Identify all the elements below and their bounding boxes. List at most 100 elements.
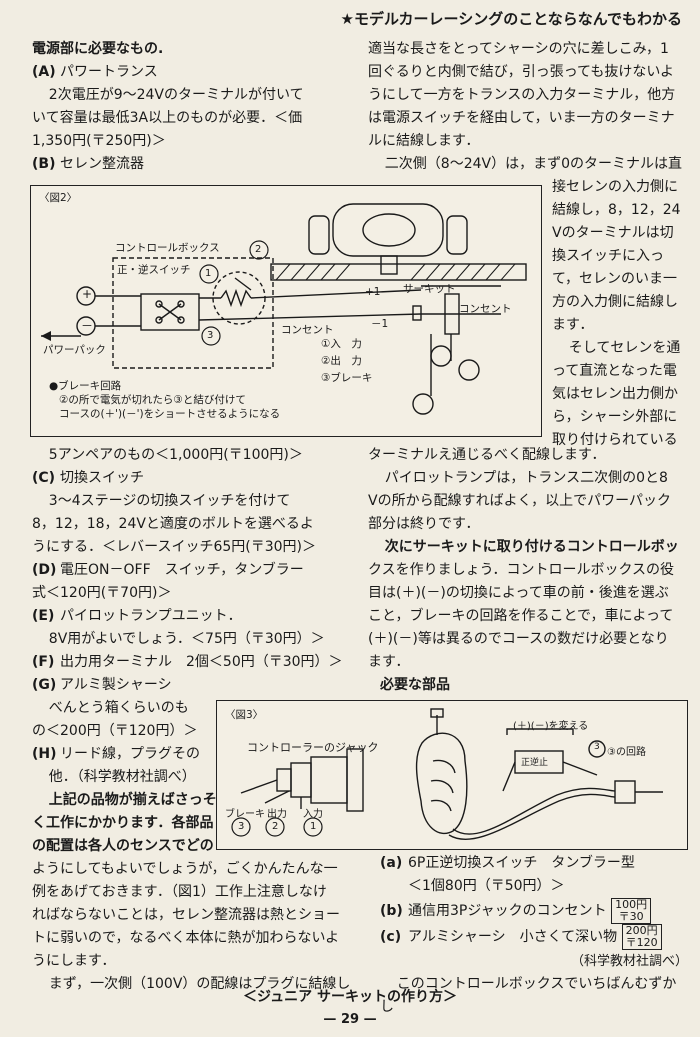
text-line: って直流となった電 — [552, 363, 677, 379]
text-line: まず，一次側（100V）の配線はプラグに結線し — [48, 976, 351, 992]
text-line: パイロットランプは，トランス二次側の0と8 — [384, 470, 668, 486]
figure-title: 〈図3〉 — [225, 709, 264, 721]
text-line: 取り付けられている — [552, 432, 678, 448]
text-line: 回ぐるりと内側で結び，引っ張っても抜けないよ — [368, 64, 675, 80]
label-output: 出力 — [267, 809, 287, 820]
item-label: (a) — [380, 855, 403, 871]
text-line: うにする．＜レバースイッチ65円(〒30円)＞ — [32, 539, 316, 555]
label-switch: 正・逆スイッチ — [117, 264, 191, 276]
marker-2: 2 — [272, 821, 279, 832]
label-circuit-3: ③の回路 — [607, 747, 646, 758]
text-line: 気はセレン出力側か — [552, 386, 678, 402]
car-guide — [380, 255, 398, 275]
text-line: 8，12，18，24Vと適度のボルトを選べるよ — [32, 516, 314, 532]
legend-input: ①入 力 — [321, 338, 362, 350]
item-label: (b) — [380, 903, 403, 919]
legend-brake: ③ブレーキ — [321, 372, 373, 384]
label-brake: ブレーキ — [225, 809, 265, 820]
marker-3b: 3 — [594, 742, 600, 752]
text-line: 次にサーキットに取り付けるコントロールボッ — [384, 539, 679, 555]
text-line: て，セレンのいま一 — [552, 271, 678, 287]
text-line: 接セレンの入力側に — [552, 179, 678, 195]
jack-tip — [276, 768, 292, 792]
car-wheel — [446, 215, 468, 255]
item-label: (D) — [32, 562, 57, 578]
item-title: 通信用3Pジャックのコンセント — [408, 903, 607, 919]
text-line: 2次電圧が9～24Vのターミナルが付いて — [48, 87, 304, 103]
text-line: ればならないことは，セレン整流器は熱とショー — [32, 907, 340, 923]
resistor-icon — [220, 288, 252, 308]
left-top-column: 電源部に必要なもの. (A)パワートランス 2次電圧が9～24Vのターミナルが付… — [32, 38, 362, 176]
label-outlet-2: コンセント — [459, 303, 512, 315]
text-line: 部分は終りです． — [368, 516, 480, 532]
text-line: Vの所から配線すればよく，以上でパワーパック — [368, 493, 672, 509]
item-label: (G) — [32, 677, 57, 693]
figure-title: 〈図2〉 — [39, 192, 78, 204]
jack-sleeve — [290, 762, 312, 798]
text-line: (＋)(－)等は異るのでコースの数だけ必要となり — [368, 631, 669, 647]
label-circuit: サーキット — [403, 283, 456, 295]
label-minus-1: －1 — [371, 318, 389, 330]
marker-3: 3 — [207, 330, 214, 341]
item-label: (B) — [32, 156, 56, 172]
text-line: の＜200円（〒120円）＞ — [32, 723, 198, 739]
label-jack: コントローラーのジャック — [247, 741, 379, 754]
item-label: (A) — [32, 64, 56, 80]
text-line: このコントロールボックスでいちばんむずかし — [380, 976, 677, 1015]
text-line: うにします． — [32, 953, 116, 969]
controller-trigger — [430, 708, 444, 718]
text-line: べんとう箱くらいのも — [48, 700, 189, 716]
item-title: アルミ製シャーシ — [60, 677, 172, 693]
jack-body — [310, 756, 348, 804]
jack-plate — [346, 748, 364, 812]
item-title: パイロットランプユニット． — [60, 608, 242, 624]
text-line: 方の入力側に結線し — [552, 294, 678, 310]
item-title: アルミシャーシ 小さくて深い物 — [408, 929, 618, 945]
text-line: ターミナルえ通じるべく配線します． — [368, 447, 606, 463]
text-line: 結線し，8，12，24 — [552, 202, 681, 218]
right-narrow-column: 接セレンの入力側に 結線し，8，12，24 Vのターミナルは切 換スイッチに入っ… — [552, 176, 688, 452]
text-line: の配置は各人のセンスでどの — [32, 838, 214, 854]
text-line: 換スイッチに入っ — [552, 248, 664, 264]
middle-left-column: 5アンペアのもの＜1,000円(〒100円)＞ (C)切換スイッチ 3～4ステー… — [32, 444, 364, 996]
text-line: ＜1個80円（〒50円）＞ — [408, 878, 565, 894]
item-title: 電圧ON－OFF スイッチ，タンブラー — [60, 562, 304, 578]
marker-3: 3 — [238, 821, 245, 832]
controller-handle — [415, 732, 468, 835]
label-plus: + — [82, 287, 93, 301]
item-title: セレン整流器 — [60, 156, 144, 172]
postage: 〒120 — [625, 936, 658, 949]
text-line: 二次側（8～24V）は，まず0のターミナルは直 — [384, 156, 683, 172]
switch-label: 正逆止 — [521, 758, 549, 768]
item-label: (E) — [32, 608, 55, 624]
postage: 〒30 — [618, 910, 644, 923]
text-line: Vのターミナルは切 — [552, 225, 674, 241]
plug-body — [614, 780, 636, 804]
item-label: (H) — [32, 746, 57, 762]
label-input: 入力 — [303, 809, 323, 820]
car-cockpit — [362, 213, 416, 247]
item-title: 6P正逆切換スイッチ タンブラー型 — [408, 855, 635, 871]
text-line: 5アンペアのもの＜1,000円(〒100円)＞ — [48, 447, 303, 463]
reverse-switch — [140, 293, 200, 331]
item-label: (c) — [380, 929, 402, 945]
price-bracket: 100円〒30 — [611, 898, 652, 924]
outlet-box — [444, 293, 460, 335]
brake-note-line: ②の所で電気が切れたら③と結び付けて — [59, 394, 246, 406]
item-label: (F) — [32, 654, 55, 670]
item-title: 出力用ターミナル 2個＜50円（〒30円）＞ — [60, 654, 343, 670]
figure-2-drawing — [41, 203, 527, 415]
text-line: く工作にかかります．各部品 — [32, 815, 214, 831]
text-line: 式＜120円(〒70円)＞ — [32, 585, 172, 601]
parts-heading: 必要な部品 — [380, 677, 450, 693]
brake-note-line: コースの(＋')(－')をショートさせるようになる — [59, 408, 281, 420]
price-bracket: 200円〒120 — [621, 924, 662, 950]
text-line: 3～4ステージの切換スイッチを付けて — [48, 493, 291, 509]
price: 100円 — [615, 898, 648, 911]
item-title: 切換スイッチ — [60, 470, 144, 486]
control-box-outline — [112, 257, 274, 369]
brake-note-title: ●ブレーキ回路 — [49, 380, 122, 392]
text-line: 上記の品物が揃えばさっそ — [48, 792, 217, 808]
marker-2: 2 — [255, 244, 262, 255]
